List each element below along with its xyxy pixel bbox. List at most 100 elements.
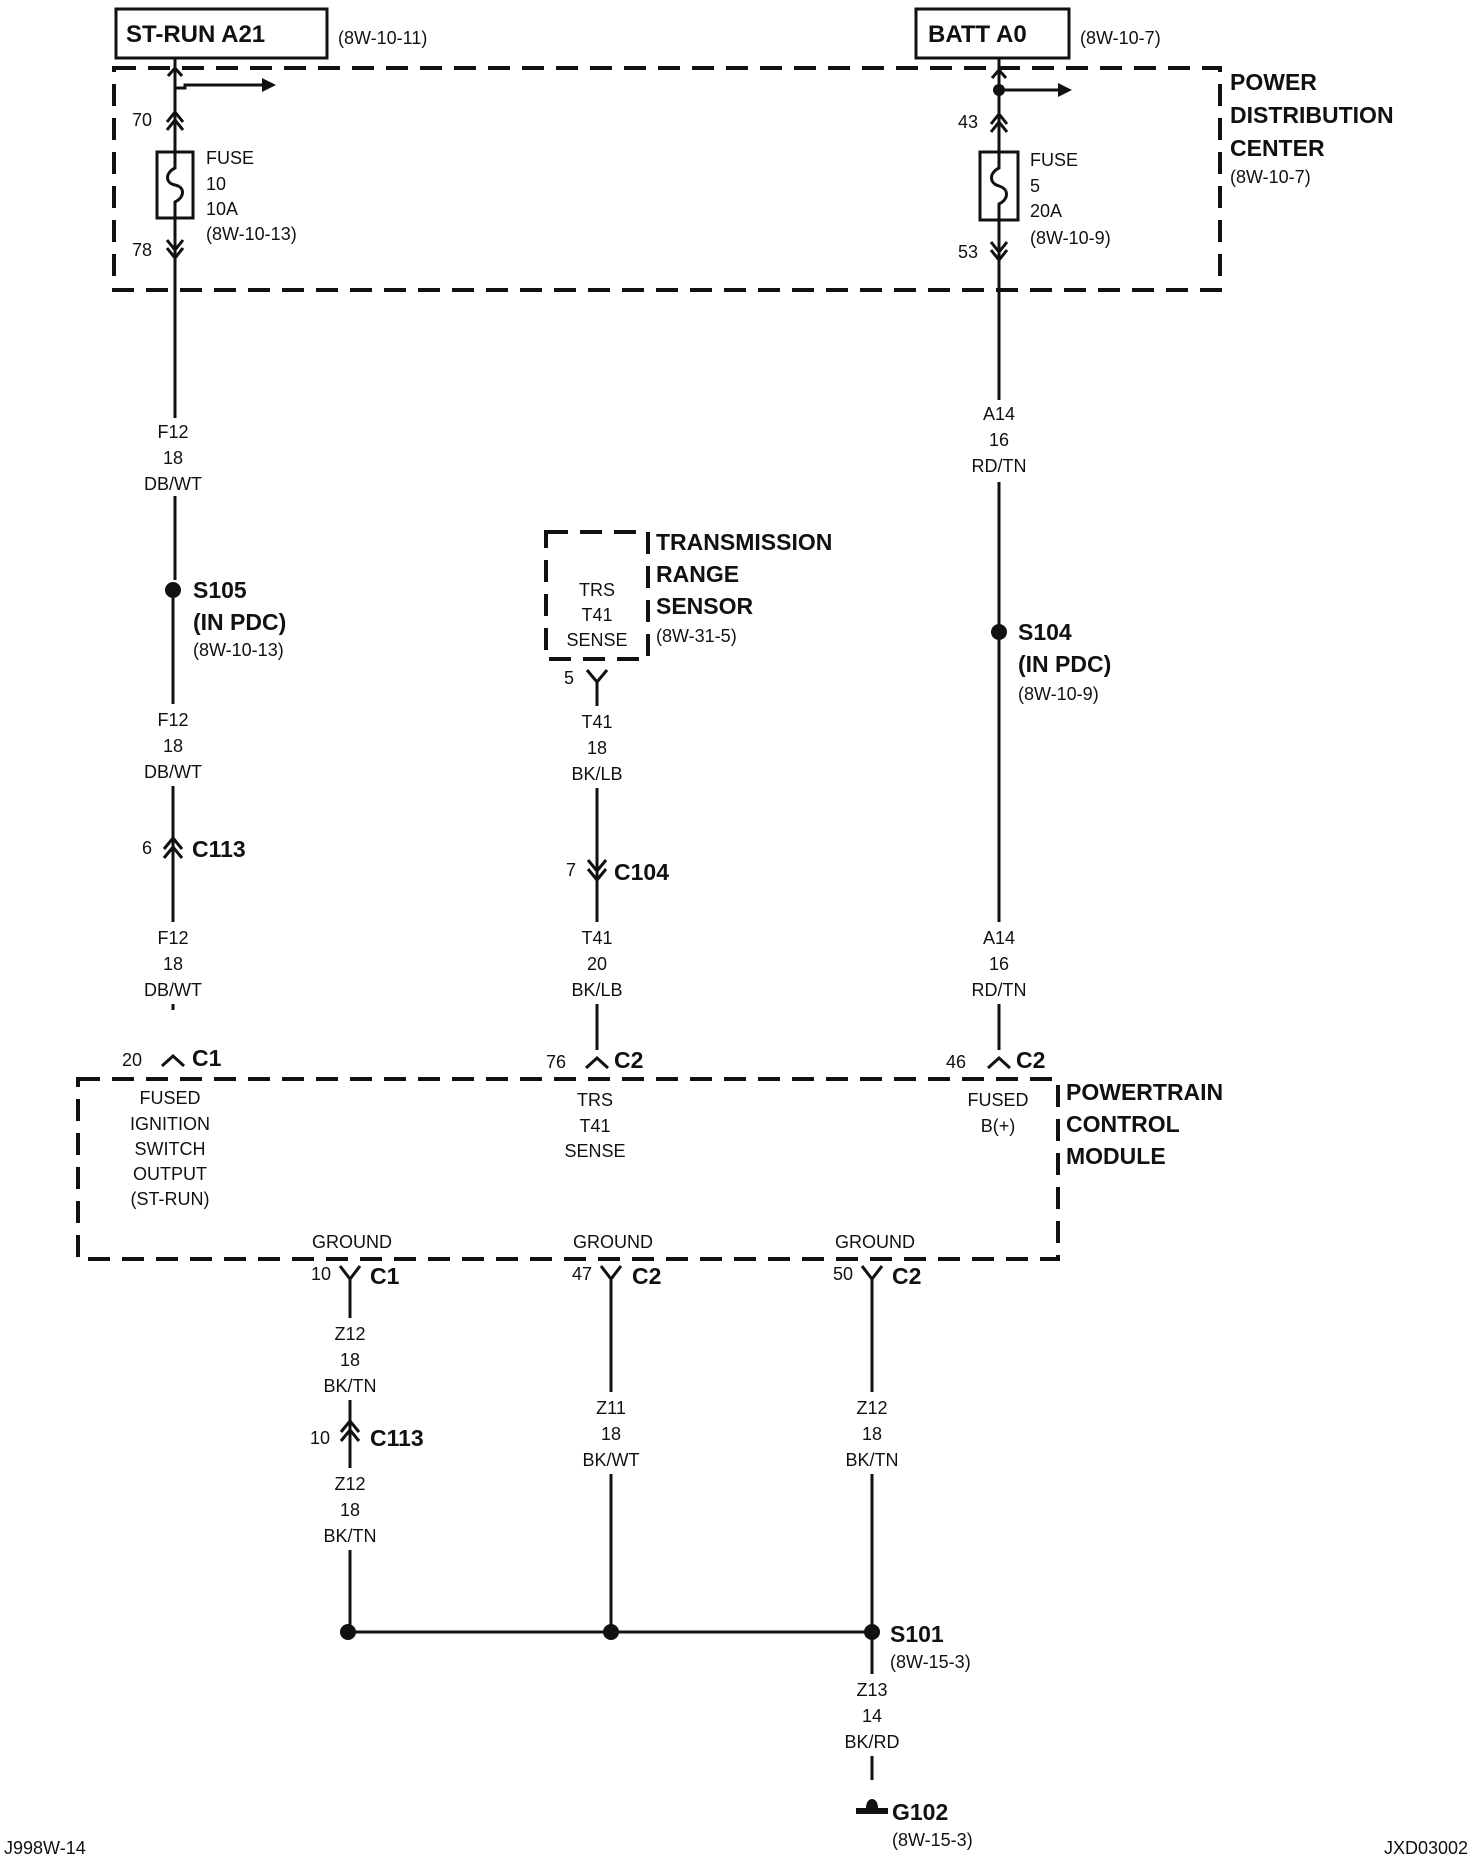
wire-f12-a-circuit: F12 <box>157 422 188 442</box>
wire-a14-b-circuit: A14 <box>983 928 1015 948</box>
fuse5-label-line2: 5 <box>1030 176 1040 196</box>
pcm-ground-label-3: GROUND <box>835 1232 915 1252</box>
wire-z11-gauge: 18 <box>601 1424 621 1444</box>
pcm-fused-ign-line1: FUSED <box>139 1088 200 1108</box>
pcm-c2-trs-pin: 76 <box>546 1052 566 1072</box>
wire-f12-b-circuit: F12 <box>157 710 188 730</box>
fuse10-pin-top: 70 <box>132 110 152 130</box>
pcm-c2-pin46-symbol <box>986 1055 1012 1070</box>
splice-s105-dot <box>165 582 181 598</box>
splice-s105-name: S105 <box>193 577 247 603</box>
pdc-title-line1: POWER <box>1230 69 1317 95</box>
wire-f12-a-color: DB/WT <box>144 474 202 494</box>
wire-a14-b-color: RD/TN <box>972 980 1027 1000</box>
trs-inner-line3: SENSE <box>566 630 627 650</box>
pcm-trs-line3: SENSE <box>564 1141 625 1161</box>
pcm-fused-ign-line4: OUTPUT <box>133 1164 207 1184</box>
pcm-title-line1: POWERTRAIN <box>1066 1079 1223 1105</box>
gnd-c2-a-name: C2 <box>632 1263 661 1289</box>
pcm-ground-label-1: GROUND <box>312 1232 392 1252</box>
splice-s104-dot <box>991 624 1007 640</box>
wire-a14-a-color: RD/TN <box>972 456 1027 476</box>
gnd-c2-b-pin: 50 <box>833 1264 853 1284</box>
pcm-ground-label-2: GROUND <box>573 1232 653 1252</box>
fuse5-label-line3: 20A <box>1030 201 1062 221</box>
batt-source-box <box>914 7 1071 60</box>
connector-c113-bottom-symbol <box>339 1418 361 1442</box>
splice-s101-name: S101 <box>890 1621 944 1647</box>
wire-f12-b-color: DB/WT <box>144 762 202 782</box>
pcm-fused-b-line2: B(+) <box>981 1116 1016 1136</box>
splice-s104-ref: (8W-10-9) <box>1018 684 1099 704</box>
wire-t41-b-color: BK/LB <box>571 980 622 1000</box>
st-run-top-arrow <box>166 65 184 77</box>
pcm-c1-pin: 20 <box>122 1050 142 1070</box>
st-run-branch-arrowhead <box>262 78 276 92</box>
ground-g102-ref: (8W-15-3) <box>892 1830 973 1850</box>
fuse5-pin-top: 43 <box>958 112 978 132</box>
wire-a14-a-gauge: 16 <box>989 430 1009 450</box>
pcm-title-line3: MODULE <box>1066 1143 1166 1169</box>
fuse5-label-line1: FUSE <box>1030 150 1078 170</box>
connector-c113-top-name: C113 <box>192 836 246 862</box>
batt-source-ref: (8W-10-7) <box>1080 28 1161 48</box>
wire-z12-b-circuit: Z12 <box>334 1474 365 1494</box>
pcm-c2-batt-name: C2 <box>1016 1047 1045 1073</box>
fuse10-element <box>166 152 184 218</box>
pcm-fused-ign-line2: IGNITION <box>130 1114 210 1134</box>
fuse10-ref: (8W-10-13) <box>206 224 297 244</box>
trs-inner-line2: T41 <box>581 605 612 625</box>
trs-title-line1: TRANSMISSION <box>656 529 832 555</box>
fuse5-pin-bottom: 53 <box>958 242 978 262</box>
splice-s105-loc: (IN PDC) <box>193 609 286 635</box>
ground-bus-dot-left <box>340 1624 356 1640</box>
wire-t41-a-gauge: 18 <box>587 738 607 758</box>
wire-z12-a-gauge: 18 <box>340 1350 360 1370</box>
splice-s104-name: S104 <box>1018 619 1072 645</box>
wire-t41-a-color: BK/LB <box>571 764 622 784</box>
wire-z12-c-circuit: Z12 <box>856 1398 887 1418</box>
pdc-boundary <box>112 66 1222 292</box>
fuse10-pin78-symbol <box>165 239 185 261</box>
footer-left-code: J998W-14 <box>4 1838 86 1858</box>
connector-c113-top-pin: 6 <box>142 838 152 858</box>
wire-z12-b-color: BK/TN <box>323 1526 376 1546</box>
pcm-boundary <box>76 1077 1060 1261</box>
wire-z12-c-gauge: 18 <box>862 1424 882 1444</box>
gnd-c1-name: C1 <box>370 1263 400 1289</box>
footer-right-code: JXD03002 <box>1384 1838 1468 1858</box>
splice-s105-ref: (8W-10-13) <box>193 640 284 660</box>
pdc-ref: (8W-10-7) <box>1230 167 1311 187</box>
trs-ref: (8W-31-5) <box>656 626 737 646</box>
wire-f12-c-circuit: F12 <box>157 928 188 948</box>
st-run-branch-arrow <box>175 83 265 90</box>
trs-pin: 5 <box>564 668 574 688</box>
splice-s101-dot <box>864 1624 880 1640</box>
wire-a14-a-circuit: A14 <box>983 404 1015 424</box>
fuse5-pin43-symbol <box>989 111 1009 133</box>
batt-source-label: BATT A0 <box>928 21 1027 48</box>
st-run-source-box <box>114 7 329 60</box>
connector-c113-bottom-name: C113 <box>370 1425 424 1451</box>
pcm-c2-batt-pin: 46 <box>946 1052 966 1072</box>
gnd-c2-a-pin: 47 <box>572 1264 592 1284</box>
fuse10-pin-bottom: 78 <box>132 240 152 260</box>
pcm-c2-trs-name: C2 <box>614 1047 643 1073</box>
connector-c104-symbol <box>586 859 608 883</box>
fuse10-label-line3: 10A <box>206 199 238 219</box>
pcm-fused-ign-line5: (ST-RUN) <box>131 1189 210 1209</box>
gnd-c1-pin: 10 <box>311 1264 331 1284</box>
pcm-c1-pin20-symbol <box>160 1053 186 1068</box>
ground-symbol-icon <box>856 1799 888 1814</box>
pcm-fused-ign-line3: SWITCH <box>135 1139 206 1159</box>
wire-t41-a-circuit: T41 <box>581 712 612 732</box>
wire-z13-color: BK/RD <box>844 1732 899 1752</box>
pcm-trs-line2: T41 <box>579 1116 610 1136</box>
wire-t41-b-circuit: T41 <box>581 928 612 948</box>
wire-f12-a-gauge: 18 <box>163 448 183 468</box>
ground-g102-name: G102 <box>892 1799 948 1825</box>
st-run-source-label: ST-RUN A21 <box>126 21 265 48</box>
wire-f12-c-color: DB/WT <box>144 980 202 1000</box>
pcm-trs-line1: TRS <box>577 1090 613 1110</box>
